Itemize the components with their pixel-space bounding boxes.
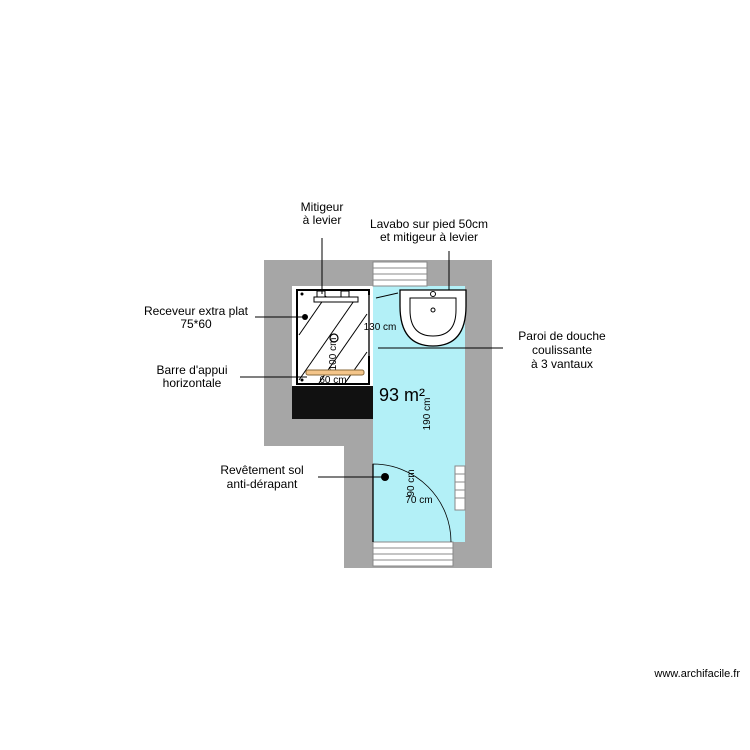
label-lavabo-1: Lavabo sur pied 50cm	[370, 217, 488, 231]
dimension-90cm: 90 cm	[406, 469, 417, 496]
label-paroi-2: coulissante	[532, 343, 592, 357]
label-paroi-3: à 3 vantaux	[531, 357, 593, 371]
label-mitigeur-2: à levier	[303, 213, 342, 227]
dark-block	[292, 386, 373, 419]
grab-bar	[305, 369, 365, 376]
top-window	[372, 261, 428, 287]
watermark: www.archifacile.fr	[653, 668, 740, 680]
label-lavabo-2: et mitigeur à levier	[380, 230, 478, 244]
dimension-60cm: 60 cm	[319, 375, 346, 386]
bottom-window	[372, 541, 454, 567]
floor-marker-dot	[381, 473, 389, 481]
label-receveur-2: 75*60	[180, 317, 212, 331]
label-receveur-1: Receveur extra plat	[144, 304, 249, 318]
washbasin-icon	[399, 289, 467, 347]
dimension-130cm: 130 cm	[364, 322, 397, 333]
leader-lines	[240, 238, 503, 478]
label-mitigeur-1: Mitigeur	[301, 200, 344, 214]
area-label: 93 m²	[379, 385, 425, 405]
label-barre-2: horizontale	[163, 376, 222, 390]
dimension-190cm: 190 cm	[422, 398, 433, 431]
right-window	[454, 465, 466, 511]
dimension-70cm: 70 cm	[405, 495, 432, 506]
label-paroi-1: Paroi de douche	[518, 329, 606, 343]
dimension-100cm: 100 cm	[328, 338, 339, 371]
label-revetement-2: anti-dérapant	[227, 477, 298, 491]
shower-mixer-icon	[313, 290, 359, 303]
label-revetement-1: Revêtement sol	[220, 463, 303, 477]
tray-marker-dot	[302, 314, 308, 320]
label-barre-1: Barre d'appui	[156, 363, 227, 377]
